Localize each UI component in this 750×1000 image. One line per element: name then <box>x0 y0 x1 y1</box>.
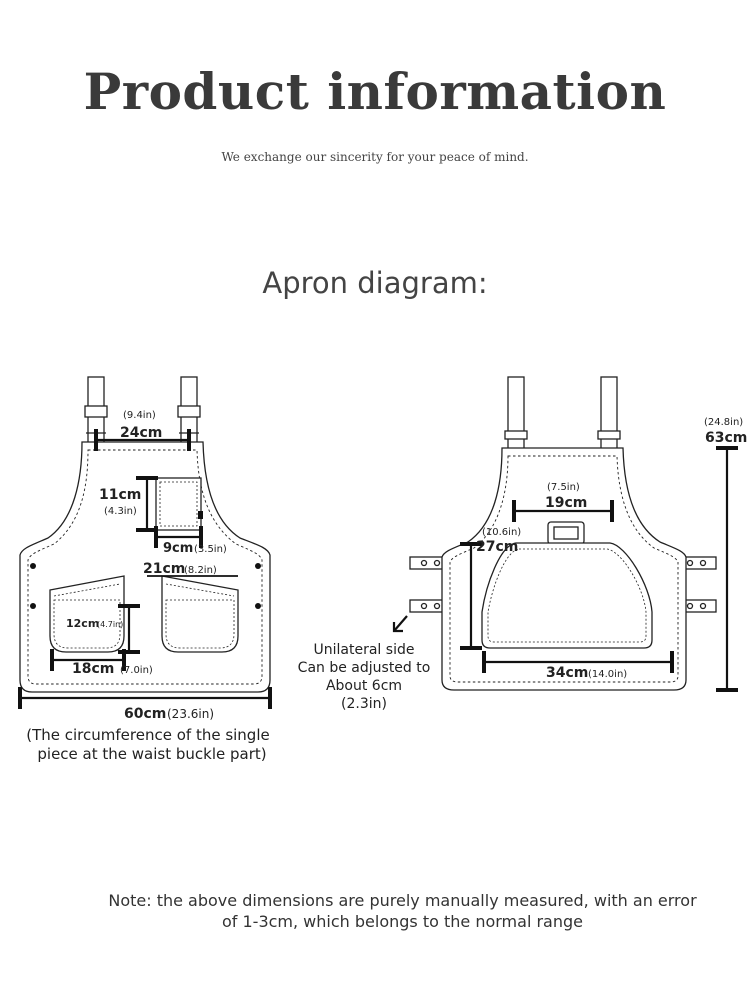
front-left-pocket <box>49 575 125 653</box>
back-height-in: (24.8in) <box>704 417 743 428</box>
back-side-note-line2: Can be adjusted to <box>298 660 431 676</box>
front-left-buckle <box>84 405 108 418</box>
front-pocket-bottom-in: (7.0in) <box>120 665 153 676</box>
front-right-buckle <box>177 405 201 418</box>
front-pocket-width-in: (8.2in) <box>184 565 217 576</box>
back-pocket-height-cm: 27cm <box>476 539 518 555</box>
back-pocket-height-in: (10.6in) <box>482 527 521 538</box>
front-pocket-width-cm: 21cm <box>143 561 185 577</box>
front-dimension-lines <box>17 429 273 709</box>
front-top-width-in: (9.4in) <box>123 410 156 421</box>
front-chest-pocket-height-in: (4.3in) <box>104 506 137 517</box>
back-labels: (24.8in) 63cm (7.5in) 19cm (10.6in) 27cm… <box>298 417 748 712</box>
front-chest-pocket-width-cm: 9cm <box>163 541 193 556</box>
front-top-width-cm: 24cm <box>120 425 162 441</box>
back-top-pocket-cm: 19cm <box>545 495 587 511</box>
back-bottom-width-cm: 34cm <box>546 665 588 681</box>
back-large-pocket <box>481 542 653 649</box>
back-height-cm: 63cm <box>705 430 747 446</box>
back-bottom-width-in: (14.0in) <box>588 669 627 680</box>
section-title: Apron diagram: <box>262 266 488 300</box>
page-subtitle: We exchange our sincerity for your peace… <box>221 150 529 164</box>
front-apron <box>19 376 271 693</box>
front-labels: (9.4in) 24cm 11cm (4.3in) 9cm (3.5in) 21… <box>26 410 269 763</box>
front-pocket-bottom-cm: 18cm <box>72 661 114 677</box>
front-chest-pocket-height-cm: 11cm <box>99 487 141 503</box>
back-apron <box>409 376 717 691</box>
note-line1: Note: the above dimensions are purely ma… <box>108 891 697 910</box>
front-pocket-height-cm: 12cm <box>66 617 99 630</box>
front-pocket-height-in: (4.7in) <box>97 620 123 629</box>
front-right-pocket <box>161 575 239 653</box>
front-waist-in: (23.6in) <box>167 707 214 721</box>
front-waist-note-line2: piece at the waist buckle part) <box>37 745 266 763</box>
page-title: Product information <box>83 62 667 121</box>
back-side-note-line1: Unilateral side <box>314 642 415 658</box>
measurement-note: Note: the above dimensions are purely ma… <box>95 890 710 932</box>
arrow-down-left-icon <box>392 615 408 633</box>
front-chest-pocket <box>155 477 202 531</box>
back-side-note-line4: (2.3in) <box>341 696 387 712</box>
back-dimension-lines <box>460 445 738 693</box>
front-chest-pocket-width-in: (3.5in) <box>194 544 227 555</box>
back-top-pocket-in: (7.5in) <box>547 482 580 493</box>
front-waist-note-line1: (The circumference of the single <box>26 726 269 744</box>
front-waist-cm: 60cm <box>124 706 166 722</box>
note-line2: of 1-3cm, which belongs to the normal ra… <box>221 912 583 931</box>
back-side-note-line3: About 6cm <box>326 678 402 694</box>
